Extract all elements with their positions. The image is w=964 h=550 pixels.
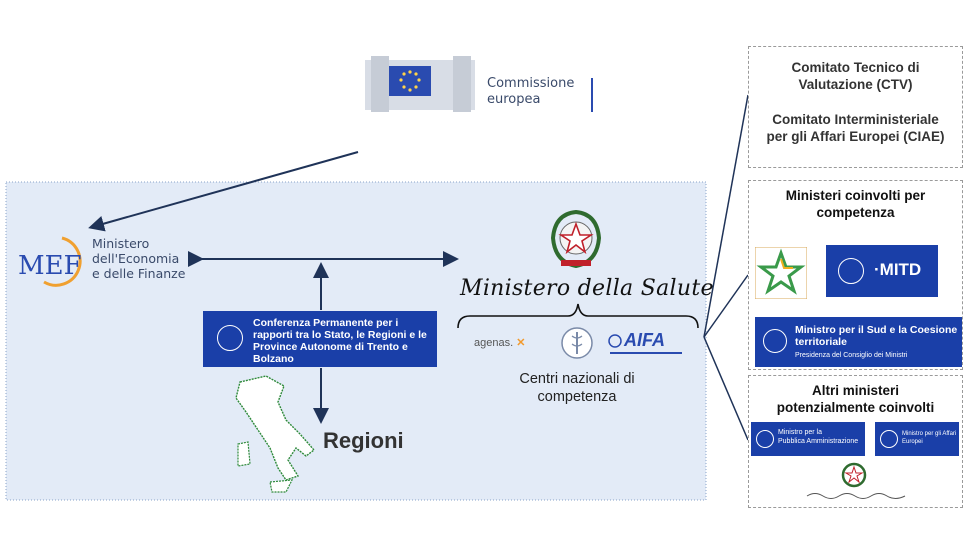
mef-line1: Ministero (92, 236, 150, 251)
conferenza-badge: Conferenza Permanente per i rapporti tra… (203, 311, 437, 367)
mef-logo: MEF Ministero dell'Economia e delle Fina… (14, 232, 204, 294)
mef-line3: e delle Finanze (92, 266, 186, 281)
line-right-top (703, 94, 749, 338)
sud-badge: Ministro per il Sud e la Coesione territ… (755, 317, 962, 367)
ctv-line1: Comitato Tecnico di (791, 60, 920, 75)
sud-text: Ministro per il Sud e la Coesione territ… (795, 324, 959, 348)
other-title-line2: potenzialmente coinvolti (776, 400, 935, 415)
iss-logo-icon (561, 327, 593, 359)
mef-line2: dell'Economia (92, 251, 180, 266)
aifa-underline (610, 352, 682, 354)
agenas-logo: agenas. ✕ (474, 337, 526, 349)
conferenza-line4: Bolzano (253, 353, 294, 365)
eu-commission-logo: Commissione europea (365, 54, 597, 112)
sud-emblem-icon (763, 329, 787, 353)
ctv-label: Comitato Tecnico di Valutazione (CTV) (749, 59, 962, 93)
sud-line1: Ministro per il Sud e la Coesione (795, 324, 958, 336)
ministries-title: Ministeri coinvolti per competenza (749, 187, 962, 221)
conferenza-line3: Province Autonome di Trento e (253, 341, 408, 353)
aifa-emblem-icon (608, 334, 622, 348)
centri-line1: Centri nazionali di (519, 371, 635, 387)
ctv-line2: Valutazione (CTV) (798, 77, 913, 92)
other-title: Altri ministeri potenzialmente coinvolti (749, 382, 962, 416)
sud-sub: Presidenza del Consiglio dei Ministri (795, 352, 908, 359)
brace (457, 303, 699, 329)
pa-text: Ministro per la Pubblica Amministrazione (778, 428, 858, 446)
pa-line2: Pubblica Amministrazione (778, 438, 859, 445)
conferenza-line1: Conferenza Permanente per i (253, 317, 399, 329)
right-box-other-ministries: Altri ministeri potenzialmente coinvolti… (748, 375, 963, 508)
conferenza-line2: rapporti tra lo Stato, le Regioni e le (253, 329, 427, 341)
pa-badge: Ministro per la Pubblica Amministrazione (751, 422, 865, 456)
emblem-small-icon (841, 462, 867, 488)
line-right-bottom (703, 336, 749, 441)
ae-line2: Europei (902, 439, 923, 445)
mef-mark-icon: MEF (18, 236, 82, 287)
arrow-eu-mef (88, 151, 359, 232)
italian-emblem-icon (550, 209, 602, 269)
other-title-line1: Altri ministeri (811, 383, 900, 398)
eu-divider (591, 78, 593, 112)
pa-line1: Ministro per la (778, 429, 822, 436)
italy-map-icon (235, 375, 316, 493)
mitd-emblem-icon (838, 258, 864, 284)
line-right-mid (703, 274, 749, 338)
ae-emblem-icon (880, 430, 898, 448)
centri-label: Centri nazionali di competenza (492, 370, 662, 406)
mitd-badge: ·MITD (826, 245, 938, 297)
star-logo-icon (755, 247, 807, 299)
ministries-title-line1: Ministeri coinvolti per (785, 188, 926, 203)
ae-badge: Ministro per gli Affari Europei (875, 422, 959, 456)
regioni-label: Regioni (323, 428, 404, 453)
ciae-label: Comitato Interministeriale per gli Affar… (749, 111, 962, 145)
sud-line2: territoriale (795, 336, 847, 348)
salute-title: Ministero della Salute (460, 276, 714, 301)
ciae-line1: Comitato Interministeriale (772, 112, 939, 127)
mef-name: Ministero dell'Economia e delle Finanze (92, 236, 185, 281)
aifa-text: AIFA (624, 330, 666, 350)
ministries-title-line2: competenza (816, 205, 895, 220)
right-box-committees: Comitato Tecnico di Valutazione (CTV) Co… (748, 46, 963, 168)
eu-flag-icon (365, 56, 475, 112)
mitd-text: ·MITD (874, 260, 922, 279)
conferenza-text: Conferenza Permanente per i rapporti tra… (253, 317, 435, 365)
centri-line2: competenza (537, 389, 617, 405)
agenas-text: agenas. (474, 337, 514, 349)
eu-name: Commissione europea (487, 76, 574, 108)
ciae-line2: per gli Affari Europei (CIAE) (766, 129, 945, 144)
aifa-logo: AIFA (608, 330, 686, 358)
ae-text: Ministro per gli Affari Europei (902, 430, 956, 446)
right-box-ministries: Ministeri coinvolti per competenza ·MITD… (748, 180, 963, 370)
ae-line1: Ministro per gli Affari (902, 431, 957, 437)
pa-emblem-icon (756, 430, 774, 448)
eu-name-line2: europea (487, 92, 541, 107)
mef-logo-text: MEF (18, 251, 82, 281)
ministry-script-mark (806, 493, 906, 499)
conferenza-emblem-icon (217, 325, 243, 351)
eu-name-line1: Commissione (487, 76, 575, 91)
